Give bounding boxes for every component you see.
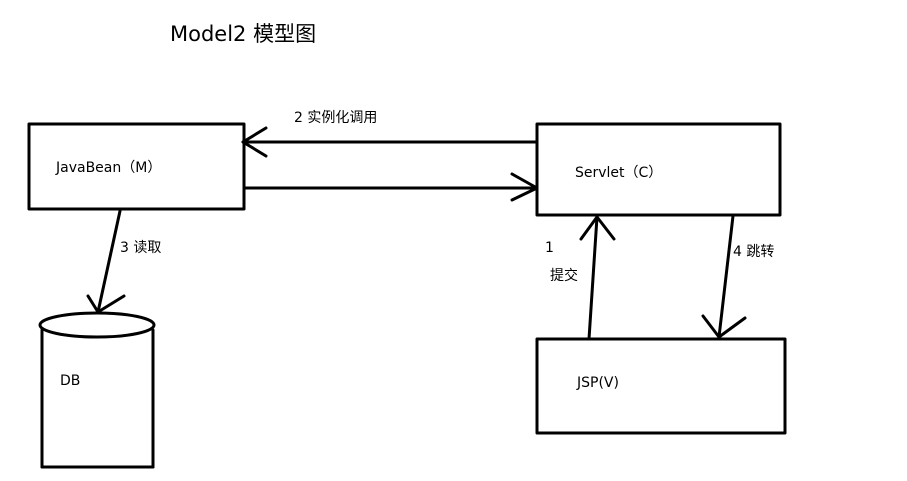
- arrow-bean-to-servlet: [243, 172, 539, 202]
- db-cylinder: [38, 311, 156, 469]
- arrow-forward: [701, 214, 747, 339]
- javabean-label: JavaBean（M）: [56, 160, 162, 176]
- jsp-label: JSP(V): [577, 375, 619, 391]
- instantiate-label: 2 实例化调用: [294, 110, 378, 126]
- arrow-submit: [579, 215, 616, 341]
- servlet-box: [535, 122, 782, 217]
- javabean-box: [27, 122, 246, 211]
- servlet-label: Servlet（C）: [575, 165, 663, 181]
- forward-label: 4 跳转: [733, 244, 775, 260]
- submit-number-label: 1: [545, 240, 554, 256]
- db-label: DB: [60, 373, 81, 389]
- arrow-read: [86, 209, 126, 314]
- page-title: Model2 模型图: [170, 22, 317, 46]
- arrow-instantiate: [241, 126, 538, 158]
- submit-label: 提交: [550, 268, 578, 284]
- read-label: 3 读取: [120, 240, 162, 256]
- jsp-box: [535, 337, 787, 435]
